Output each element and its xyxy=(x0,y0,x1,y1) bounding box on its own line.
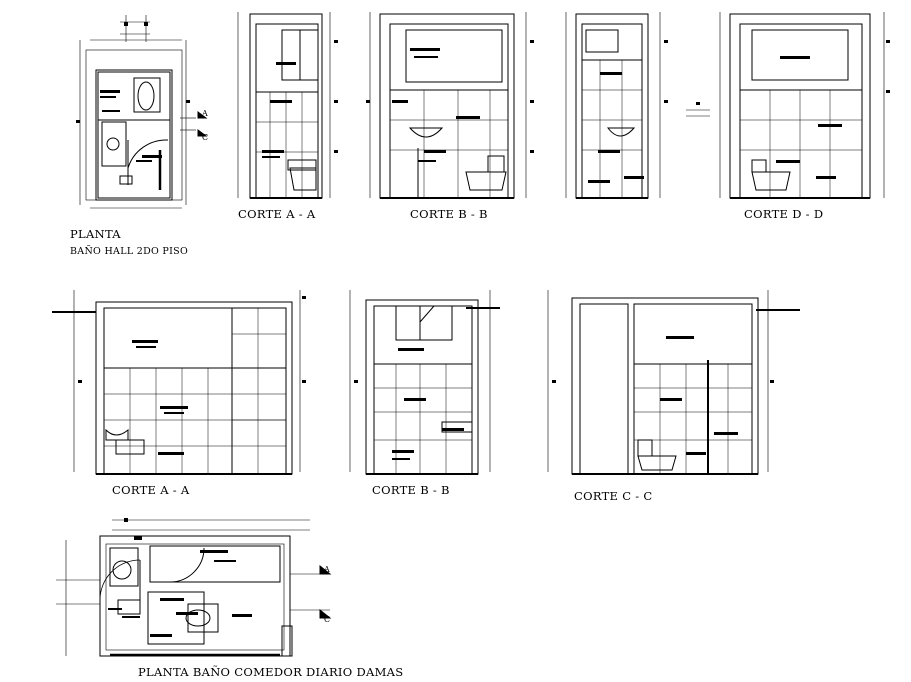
section-marker-c-top: C xyxy=(202,133,208,142)
elevation-top-corte-d xyxy=(686,12,890,199)
section-marker-c-bottom: C xyxy=(324,615,330,624)
mid-corte-b-label: CORTE B - B xyxy=(372,483,450,497)
elevation-top-corte-b xyxy=(366,12,534,199)
elevation-mid-corte-a xyxy=(52,290,306,475)
elevation-mid-corte-c xyxy=(547,290,800,475)
top-corte-d-label: CORTE D - D xyxy=(744,207,823,221)
section-marker-a-top: A xyxy=(201,109,208,118)
top-corte-b-label: CORTE B - B xyxy=(410,207,488,221)
plan-bano-hall xyxy=(76,15,208,209)
section-marker-a-bottom: A xyxy=(323,565,330,574)
elevation-mid-corte-b xyxy=(349,290,500,475)
planta-bottom-label: PLANTA BAÑO COMEDOR DIARIO DAMAS xyxy=(138,665,403,679)
mid-corte-c-label: CORTE C - C xyxy=(574,489,653,503)
elevation-top-corte-narrow xyxy=(565,12,668,199)
planta-title: PLANTA xyxy=(70,227,121,241)
plan-bano-comedor xyxy=(56,518,332,657)
elevation-top-corte-a xyxy=(237,12,338,199)
planta-subtitle: BAÑO HALL 2DO PISO xyxy=(70,245,188,257)
top-corte-a-label: CORTE A - A xyxy=(238,207,316,221)
mid-corte-a-label: CORTE A - A xyxy=(112,483,190,497)
